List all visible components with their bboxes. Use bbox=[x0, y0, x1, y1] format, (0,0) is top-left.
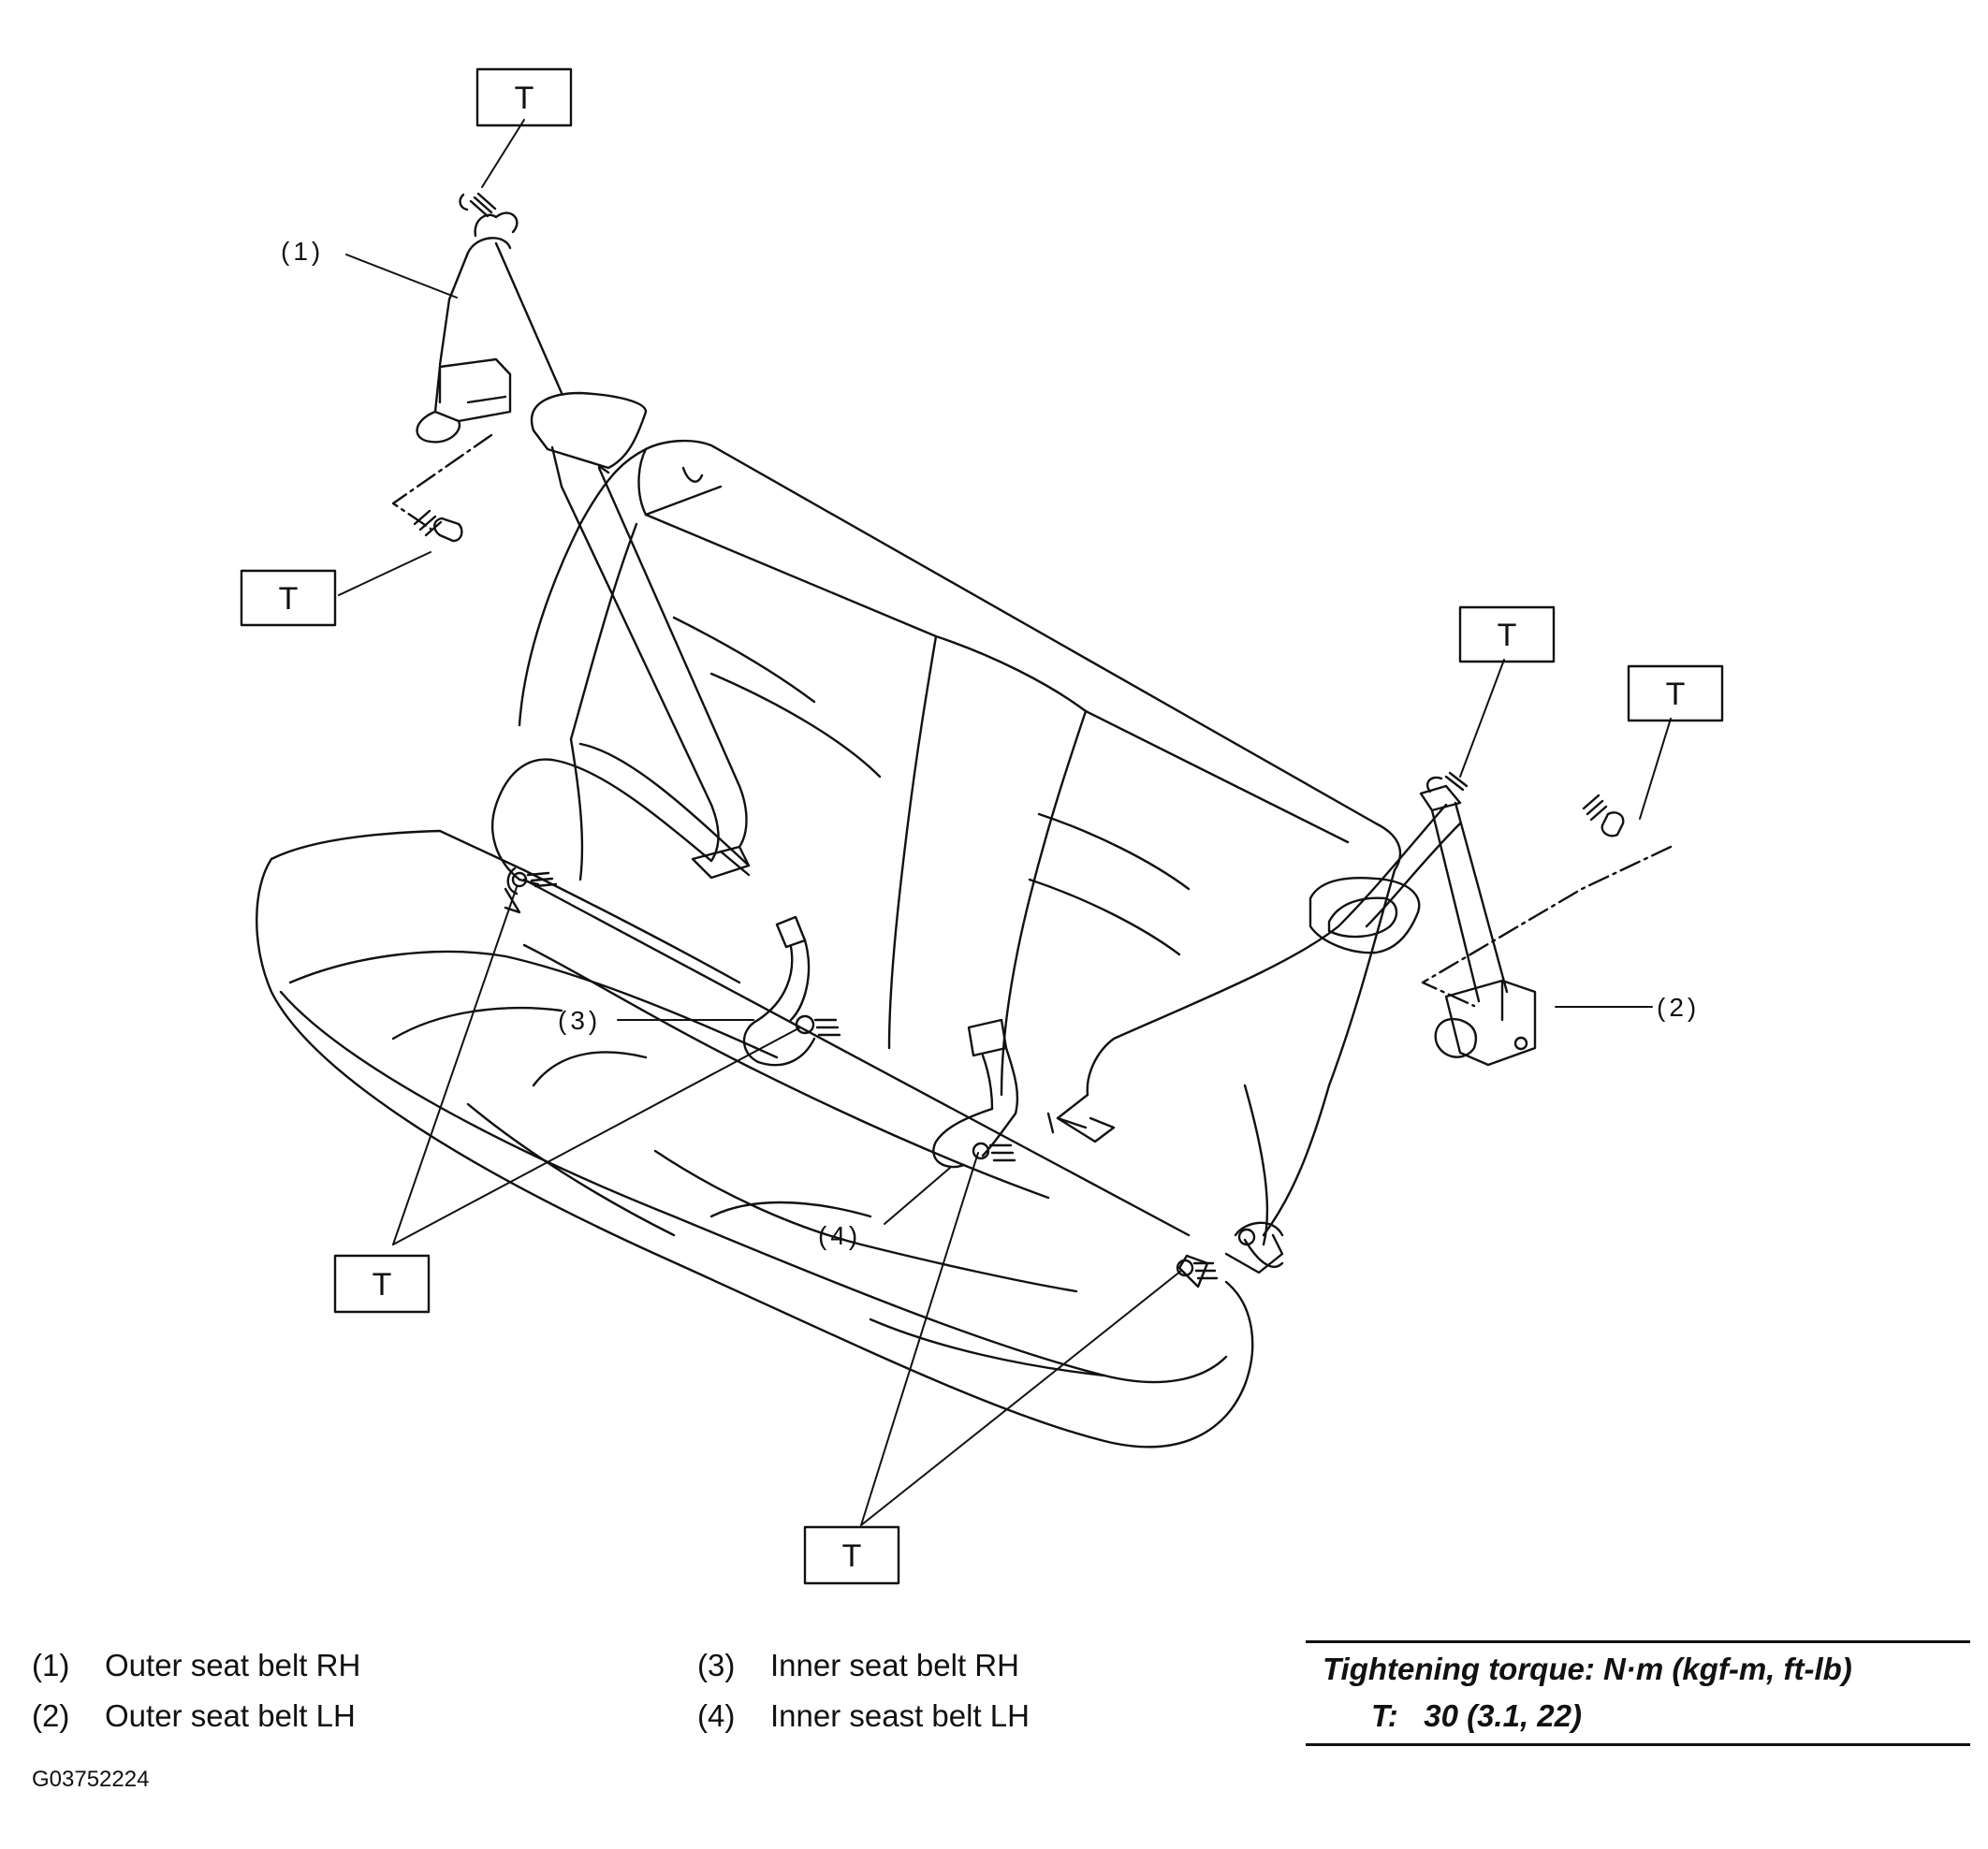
bolt-lh-upper-icon bbox=[1582, 793, 1625, 837]
legend-item: (4) Inner seast belt LH bbox=[697, 1691, 1030, 1741]
torque-box-bottom-center bbox=[803, 1525, 900, 1585]
legend-right: (3) Inner seat belt RH (4) Inner seast b… bbox=[697, 1640, 1030, 1741]
install-line-rh bbox=[391, 433, 493, 531]
legend-label: Outer seat belt LH bbox=[105, 1698, 356, 1733]
seat-back bbox=[518, 439, 1402, 1269]
callout-3: (3) bbox=[558, 1006, 601, 1035]
legend-item: (2) Outer seat belt LH bbox=[32, 1691, 360, 1741]
torque-value-row: T: 30 (3.1, 22) bbox=[1371, 1693, 1582, 1740]
seat-base-line bbox=[522, 878, 1191, 1237]
legend-label: Outer seat belt RH bbox=[105, 1648, 361, 1682]
torque-box-right-a-label: T bbox=[1498, 618, 1517, 653]
callout-1: (1) bbox=[281, 237, 324, 266]
legend-item: (1) Outer seat belt RH bbox=[32, 1640, 360, 1691]
torque-box-left-label: T bbox=[279, 581, 299, 617]
install-line-lh bbox=[1421, 845, 1673, 1008]
legend-number: (4) bbox=[697, 1698, 736, 1733]
torque-value: 30 (3.1, 22) bbox=[1424, 1698, 1582, 1733]
inner-seat-belt-rh bbox=[742, 915, 841, 1067]
torque-box-bottom-left-label: T bbox=[373, 1267, 392, 1303]
torque-box-top bbox=[475, 67, 573, 127]
torque-box-bottom-center-label: T bbox=[842, 1538, 862, 1574]
callout-2: (2) bbox=[1657, 993, 1700, 1022]
figure-id: G03752224 bbox=[32, 1767, 150, 1792]
legend-number: (2) bbox=[32, 1698, 70, 1733]
torque-symbol: T: bbox=[1371, 1698, 1398, 1733]
legend-number: (3) bbox=[697, 1648, 736, 1682]
legend-item: (3) Inner seat belt RH bbox=[697, 1640, 1030, 1691]
inner-seat-belt-lh bbox=[932, 1018, 1019, 1169]
bolt-rh-upper-icon bbox=[413, 509, 463, 543]
outer-seat-belt-rh bbox=[416, 192, 751, 886]
torque-box-top-label: T bbox=[515, 80, 534, 116]
legend-label: Inner seast belt LH bbox=[770, 1698, 1030, 1733]
torque-box-left bbox=[240, 569, 337, 627]
outer-seat-belt-lh bbox=[1046, 771, 1537, 1288]
torque-box-right-b-label: T bbox=[1666, 677, 1686, 712]
callout-4: (4) bbox=[818, 1221, 861, 1250]
legend-label: Inner seat belt RH bbox=[770, 1648, 1019, 1682]
legend-number: (1) bbox=[32, 1648, 70, 1682]
seat-cushion bbox=[256, 829, 1254, 1449]
torque-rule-top bbox=[1306, 1640, 1970, 1643]
torque-rule-bottom bbox=[1306, 1743, 1970, 1746]
torque-box-right-a bbox=[1458, 605, 1556, 663]
legend-left: (1) Outer seat belt RH (2) Outer seat be… bbox=[32, 1640, 360, 1741]
leader-lines bbox=[338, 119, 1672, 1526]
torque-box-right-b bbox=[1627, 664, 1724, 722]
torque-box-bottom-left bbox=[333, 1254, 431, 1314]
torque-heading: Tightening torque: N·m (kgf-m, ft-lb) bbox=[1323, 1652, 1852, 1686]
